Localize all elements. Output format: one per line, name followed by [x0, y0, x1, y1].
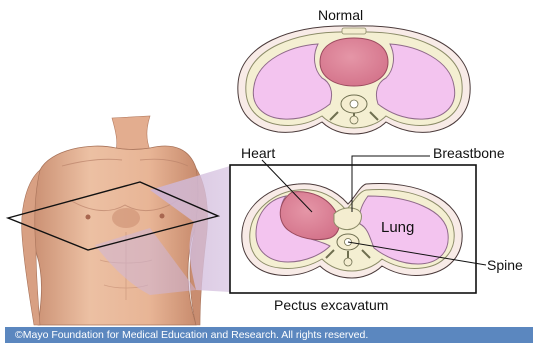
spine-label: Spine [487, 258, 523, 272]
pectus-breastbone [334, 208, 361, 230]
normal-heart [320, 38, 388, 86]
copyright-text: ©Mayo Foundation for Medical Education a… [15, 329, 368, 342]
pectus-excavatum-label: Pectus excavatum [274, 298, 388, 312]
left-nipple [86, 215, 91, 220]
normal-sternum [342, 28, 366, 34]
normal-cross-section [238, 26, 470, 134]
lung-label: Lung [381, 220, 414, 235]
neck [112, 116, 150, 150]
heart-label: Heart [241, 146, 275, 160]
copyright-bar: ©Mayo Foundation for Medical Education a… [5, 327, 533, 343]
torso-body [30, 146, 199, 325]
breastbone-label: Breastbone [433, 146, 505, 160]
torso-illustration [22, 116, 208, 325]
normal-label: Normal [318, 8, 363, 22]
right-nipple [160, 214, 165, 219]
sunken-sternum [112, 208, 140, 228]
